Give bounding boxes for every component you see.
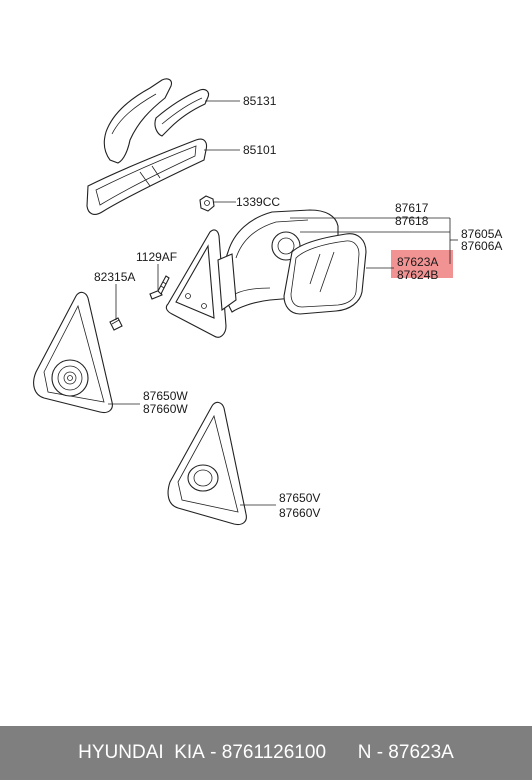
- footer-brand: HYUNDAI KIA: [78, 742, 205, 763]
- label-87606a: 87606A: [461, 239, 502, 253]
- label-87650w: 87650W: [143, 389, 188, 403]
- part-1339cc-nut: [199, 195, 215, 212]
- label-87618: 87618: [395, 214, 429, 228]
- part-87623a-mirror-glass: [283, 233, 367, 315]
- part-85131-cover: [103, 78, 210, 164]
- footer-part-number: N - 87623A: [357, 742, 454, 763]
- highlight-87623a: [391, 250, 453, 278]
- label-87650v: 87650V: [279, 491, 320, 505]
- parts-diagram: 85131 85101 1339CC 87617 87618 87605A 87…: [33, 78, 502, 526]
- label-87605a: 87605A: [461, 227, 502, 241]
- part-87650w-garnish: [33, 291, 113, 414]
- label-87623a: 87623A: [397, 255, 438, 269]
- part-82315a-clip: [109, 317, 123, 331]
- label-87617: 87617: [395, 201, 429, 215]
- label-1129af: 1129AF: [136, 250, 177, 264]
- part-87650v-garnish: [167, 401, 247, 526]
- footer-catalog-number: 8761126100: [221, 742, 327, 763]
- part-85101-inner-mirror: [86, 138, 208, 215]
- leader-lines: [108, 100, 458, 506]
- footer-bar: HYUNDAI KIA - 8761126100 N - 87623A: [0, 726, 532, 780]
- footer-gap: [326, 742, 358, 764]
- label-87660v: 87660V: [279, 506, 320, 520]
- label-87660w: 87660W: [143, 402, 188, 416]
- label-85131: 85131: [243, 94, 277, 108]
- label-85101: 85101: [243, 143, 277, 157]
- footer-separator: -: [204, 742, 222, 763]
- label-82315a: 82315A: [94, 270, 135, 284]
- part-mirror-mount: [165, 229, 237, 338]
- part-1129af-bolt: [149, 275, 170, 300]
- label-87624b: 87624B: [397, 268, 438, 282]
- label-1339cc: 1339CC: [236, 195, 280, 209]
